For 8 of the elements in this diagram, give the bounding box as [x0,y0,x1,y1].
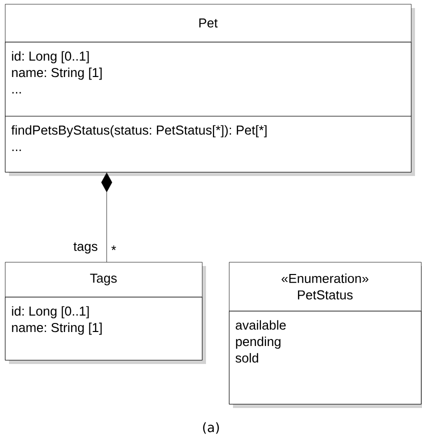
compartment: findPetsByStatus(status: PetStatus[*]): Pet[*] ... [5,116,412,172]
compartment: id: Long [0..1] name: String [1] ... [5,42,412,116]
role-name: tags [74,242,98,254]
composition-line [101,172,112,262]
multiplicity: * [111,246,116,250]
compartment: id: Long [0..1] name: String [1] [5,297,202,360]
caption: (a) [203,422,219,434]
compartment: available pending sold [229,311,422,404]
